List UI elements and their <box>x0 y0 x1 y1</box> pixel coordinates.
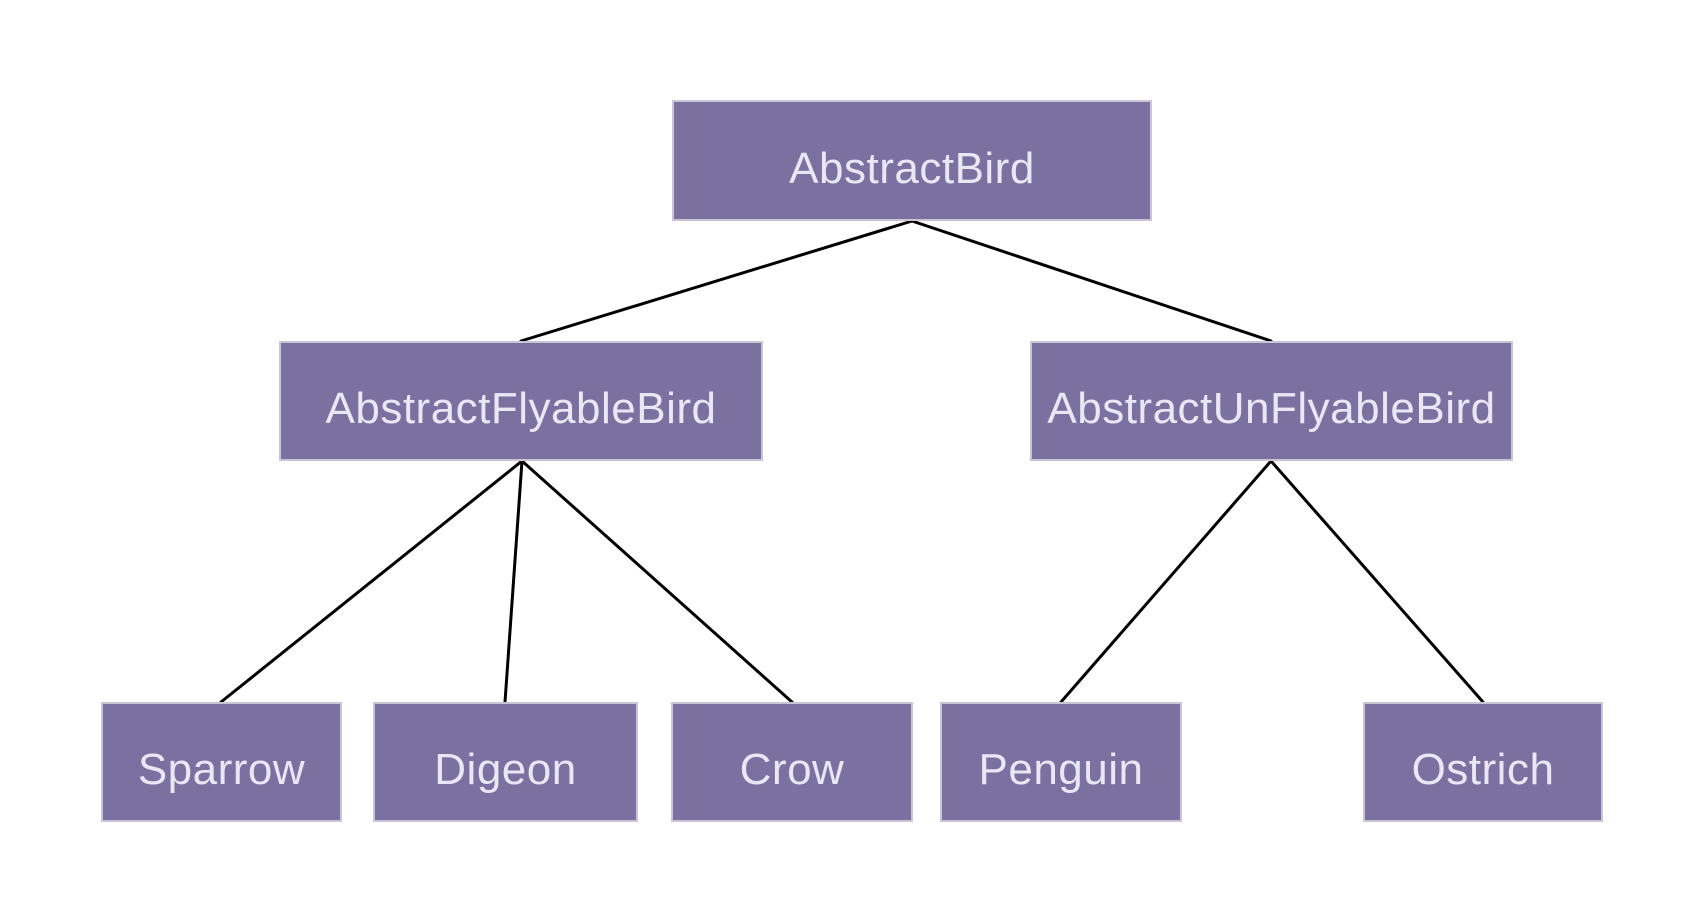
node-abstractflyablebird: AbstractFlyableBird <box>279 341 763 461</box>
node-ostrich: Ostrich <box>1363 702 1603 822</box>
edge-abstractbird-abstractunflyablebird <box>910 219 1273 343</box>
edge-abstractunflyablebird-ostrich <box>1269 459 1485 704</box>
edge-abstractflyablebird-sparrow <box>219 459 524 704</box>
node-sparrow: Sparrow <box>101 702 342 822</box>
node-abstractunflyablebird: AbstractUnFlyableBird <box>1030 341 1513 461</box>
node-penguin: Penguin <box>940 702 1182 822</box>
edge-abstractbird-abstractflyablebird <box>519 219 914 343</box>
edge-abstractflyablebird-crow <box>520 459 794 704</box>
edge-abstractflyablebird-digeon <box>503 459 524 704</box>
node-digeon: Digeon <box>373 702 638 822</box>
node-abstractbird: AbstractBird <box>672 100 1152 221</box>
node-crow: Crow <box>671 702 913 822</box>
edge-abstractunflyablebird-penguin <box>1059 459 1273 704</box>
